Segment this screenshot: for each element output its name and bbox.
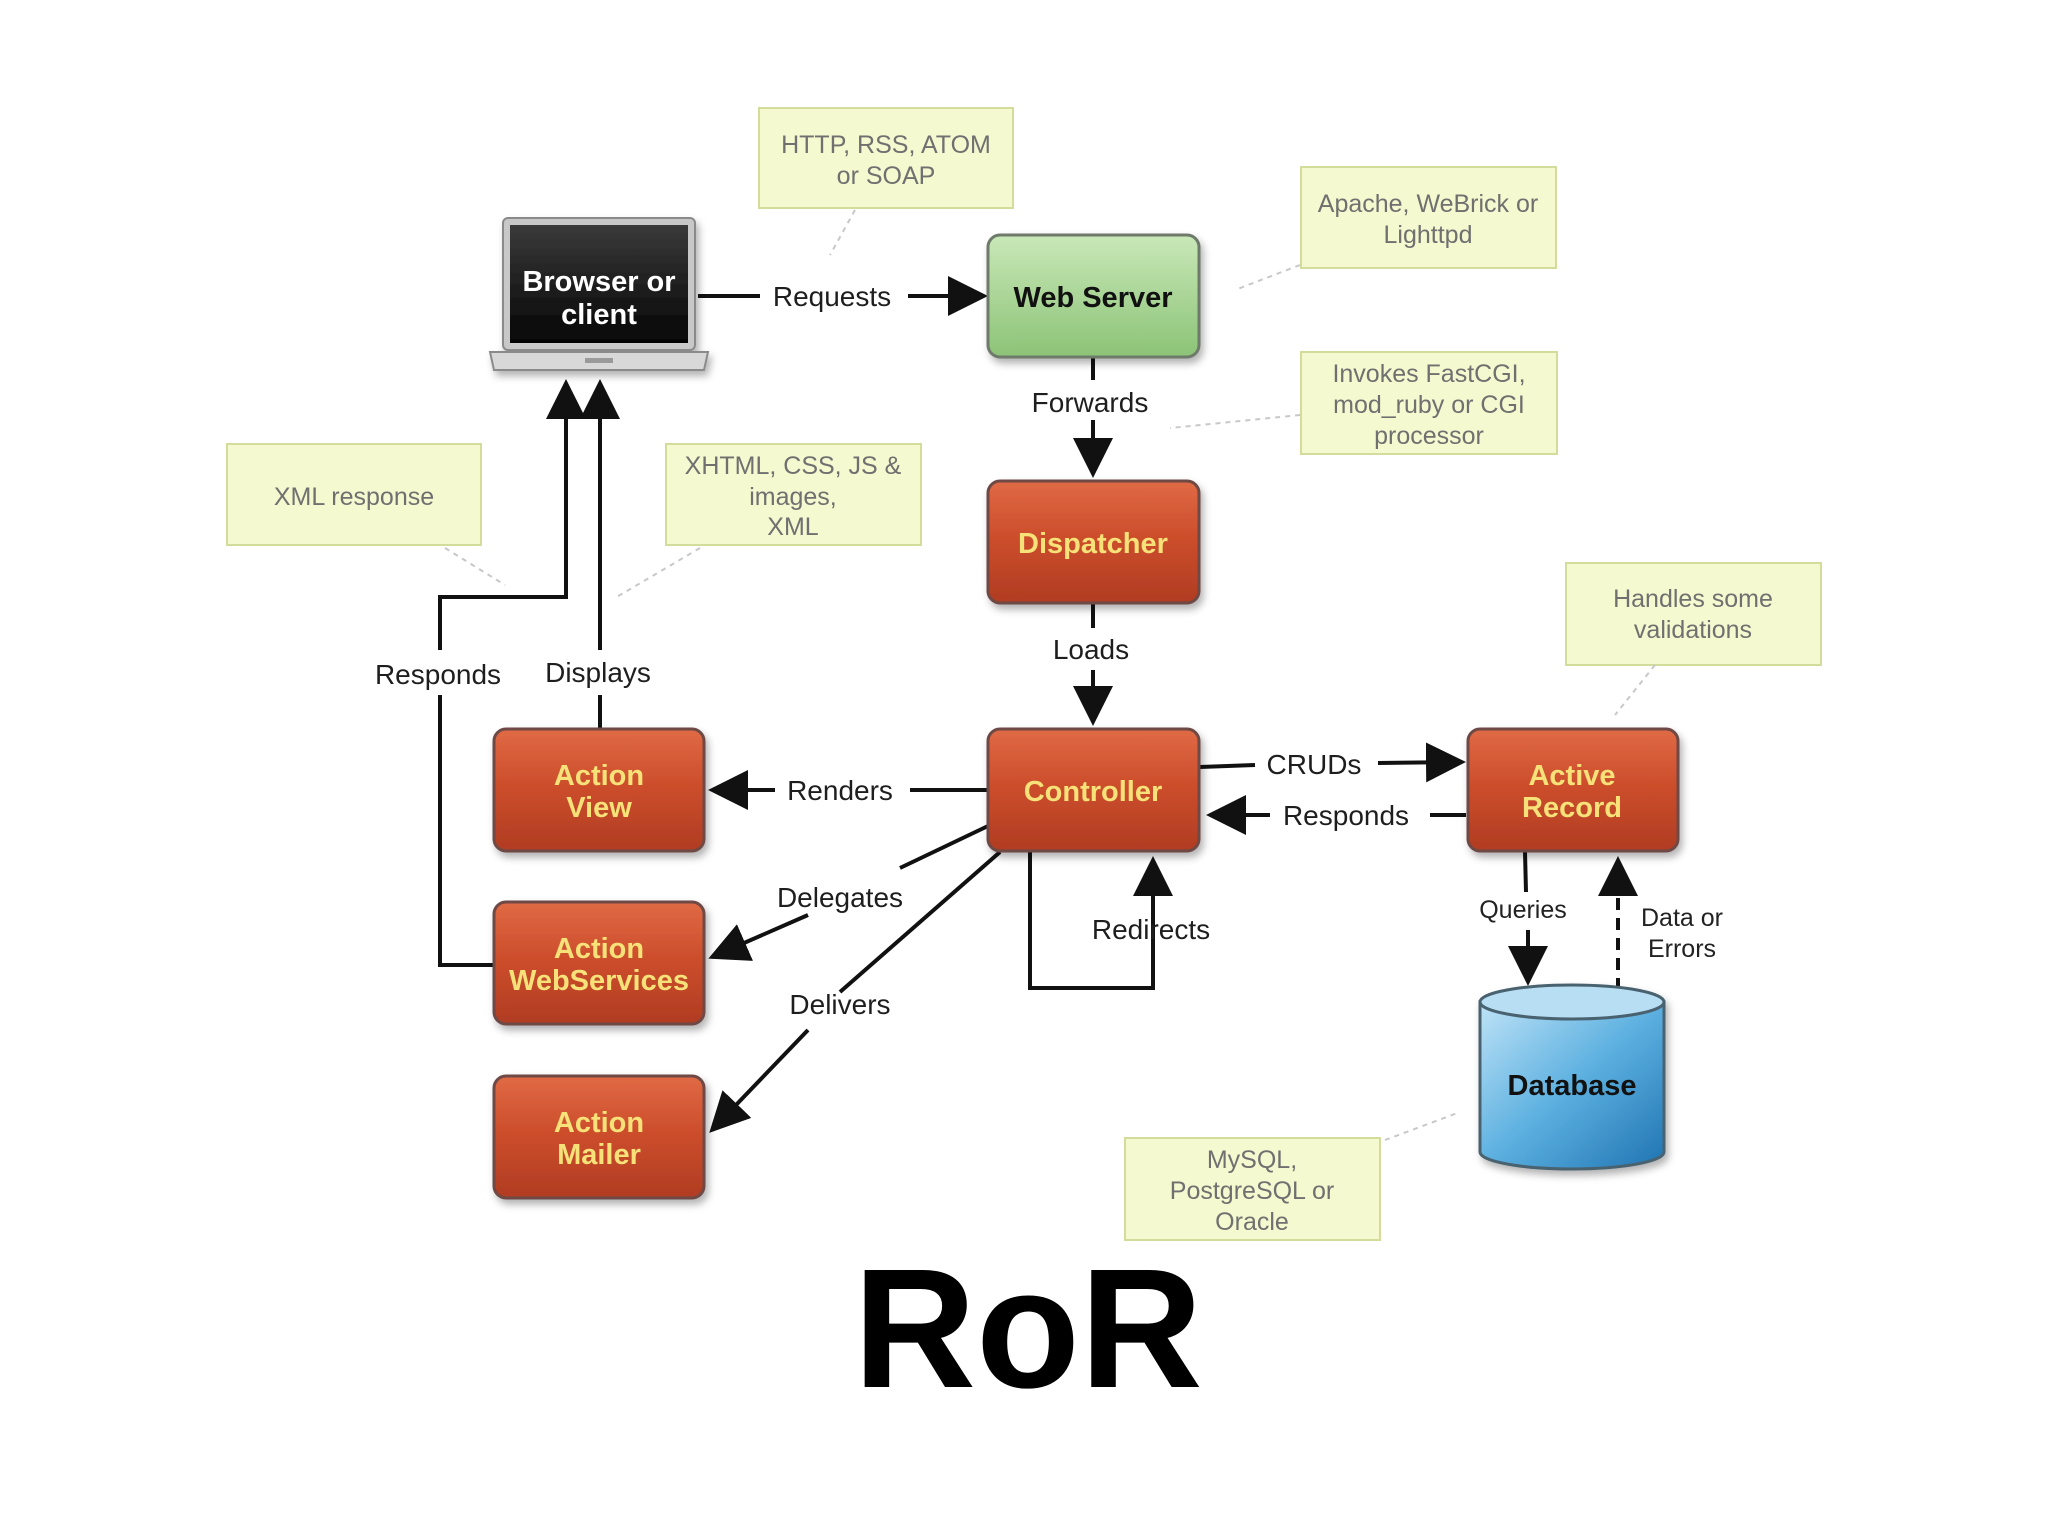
svg-text:mod_ruby or CGI: mod_ruby or CGI [1333,391,1525,419]
edge-labels: Requests Forwards Loads Renders Delegate… [375,281,1723,1020]
database-icon [1478,983,1666,1171]
svg-text:HTTP, RSS, ATOM: HTTP, RSS, ATOM [781,131,991,159]
svg-text:Handles some: Handles some [1613,585,1773,613]
action-webservices-label-1: Action [554,933,644,965]
note-http: HTTP, RSS, ATOM or SOAP [758,107,1014,209]
label-displays: Displays [545,657,651,688]
note-apache: Apache, WeBrick or Lighttpd [1300,166,1557,269]
svg-text:PostgreSQL or: PostgreSQL or [1170,1177,1334,1205]
edge-redirects [1028,852,1173,990]
label-renders: Renders [787,775,893,806]
svg-text:Invokes FastCGI,: Invokes FastCGI, [1332,360,1525,388]
active-record-node: Active Record [1466,727,1680,853]
edge-cruds-a [1199,763,1256,769]
svg-text:processor: processor [1374,422,1484,450]
svg-text:images,: images, [749,483,837,511]
svg-text:XHTML, CSS, JS &: XHTML, CSS, JS & [685,452,902,480]
web-server-node: Web Server [986,233,1201,359]
controller-label: Controller [1024,776,1163,808]
edge-responds-left-b [438,379,586,650]
svg-text:Oracle: Oracle [1215,1208,1289,1236]
edge-delivers-b [709,1028,810,1133]
active-record-label-2: Record [1522,792,1622,824]
note-xhtml: XHTML, CSS, JS & images, XML [665,443,922,546]
browser-label-2: client [561,299,637,331]
label-loads: Loads [1053,634,1129,665]
svg-text:Apache, WeBrick or: Apache, WeBrick or [1318,190,1538,218]
svg-text:Lighttpd: Lighttpd [1384,221,1473,249]
label-delivers: Delivers [789,989,890,1020]
svg-text:validations: validations [1634,616,1752,644]
action-webservices-node: Action WebServices [492,900,706,1026]
dispatcher-label: Dispatcher [1018,528,1168,560]
edge-cruds-b [1377,742,1466,783]
web-server-label: Web Server [1013,282,1172,314]
browser-label-1: Browser or [522,266,675,298]
controller-node: Controller [986,727,1201,853]
svg-text:or SOAP: or SOAP [837,162,936,190]
label-cruds: CRUDs [1267,749,1362,780]
edge-delegates-b [708,913,809,961]
note-connectors [444,209,1656,1141]
action-view-label-1: Action [554,760,644,792]
svg-text:MySQL,: MySQL, [1207,1146,1297,1174]
database-label: Database [1508,1070,1637,1102]
edge-delegates-a [899,824,989,870]
note-databases: MySQL, PostgreSQL or Oracle [1124,1137,1381,1241]
label-requests: Requests [773,281,891,312]
action-view-label-2: View [566,792,632,824]
edge-delivers-a [838,850,1002,994]
label-data-or-errors-1: Data or [1641,904,1723,932]
action-view-node: Action View [492,727,706,853]
action-webservices-label-2: WebServices [509,965,689,997]
label-responds-ar: Responds [1283,800,1409,831]
dispatcher-node: Dispatcher [986,479,1201,605]
browser-laptop-icon [488,217,710,371]
edge-responds-left-a [438,695,495,967]
action-mailer-node: Action Mailer [492,1074,706,1200]
label-data-or-errors-2: Errors [1648,935,1716,963]
label-responds-left: Responds [375,659,501,690]
label-forwards: Forwards [1032,387,1149,418]
edge-queries-a [1523,851,1528,893]
label-redirects: Redirects [1092,914,1210,945]
edges [438,276,1638,1133]
label-queries: Queries [1479,896,1567,924]
note-fastcgi: Invokes FastCGI, mod_ruby or CGI process… [1300,351,1558,455]
svg-text:XML: XML [767,513,819,541]
active-record-label-1: Active [1528,760,1615,792]
label-delegates: Delegates [777,882,903,913]
action-mailer-label-1: Action [554,1107,644,1139]
page-title: RoR [853,1234,1202,1424]
action-mailer-label-2: Mailer [557,1139,641,1171]
note-xml-response: XML response [226,443,482,546]
svg-text:XML response: XML response [274,483,434,511]
note-validations: Handles some validations [1565,562,1822,666]
